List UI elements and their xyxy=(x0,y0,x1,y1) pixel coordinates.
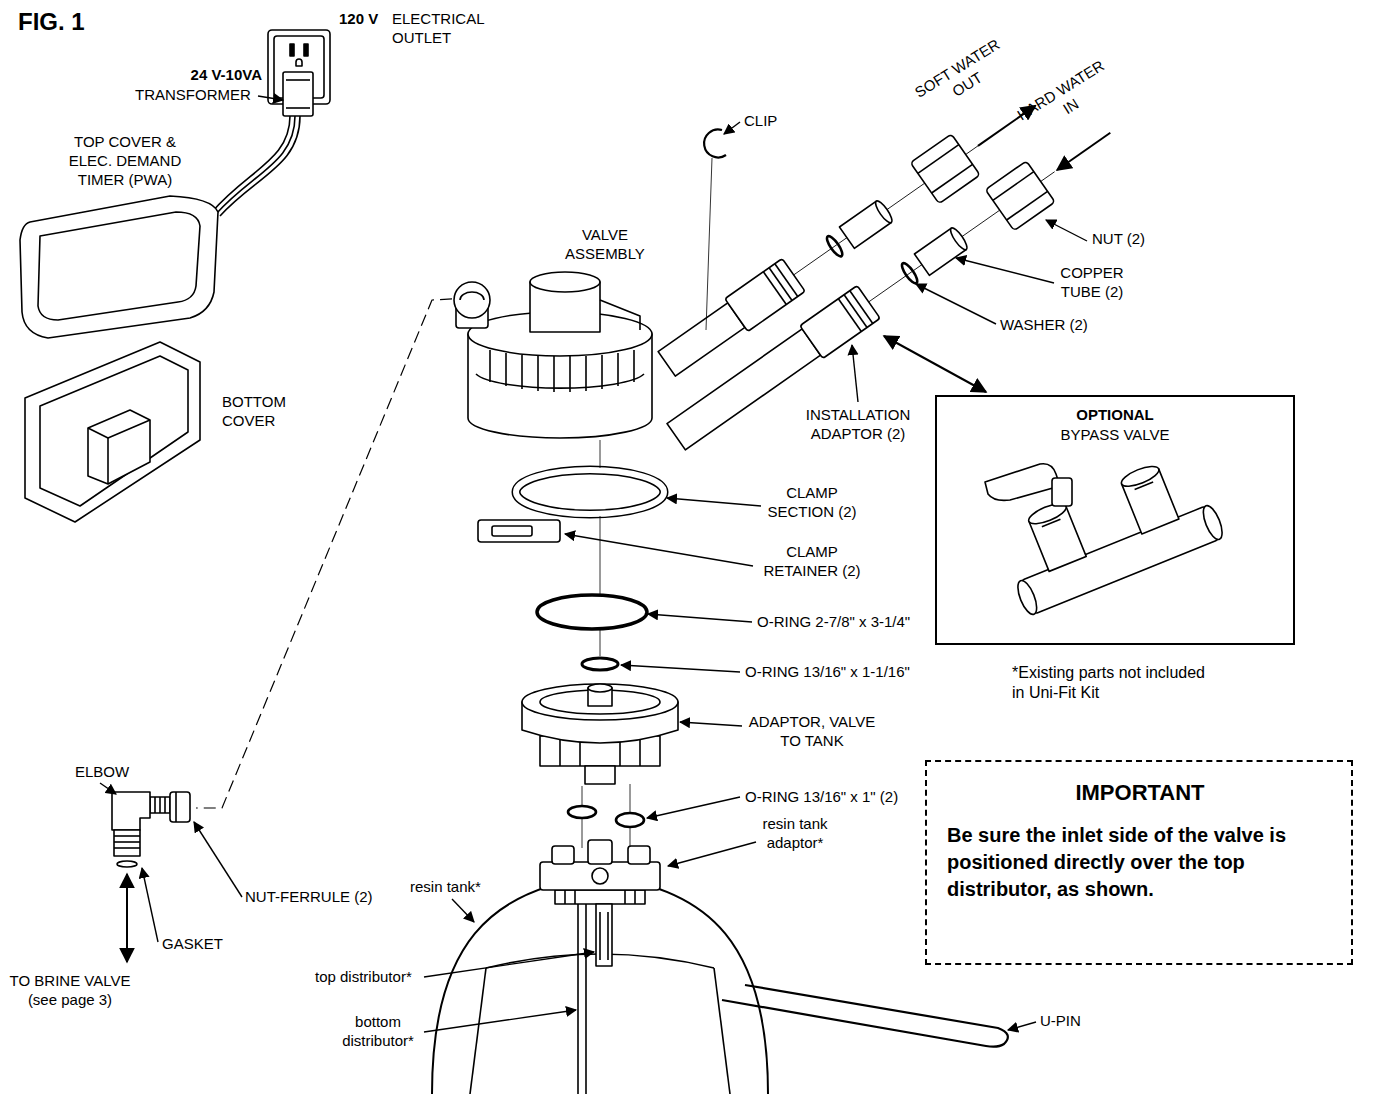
box-heading: IMPORTANT xyxy=(947,778,1333,808)
top-cover xyxy=(20,196,218,338)
box-text: Be sure the inlet side of the valve is p… xyxy=(947,822,1333,903)
box-heading: OPTIONAL xyxy=(947,405,1283,425)
o-ring xyxy=(582,658,618,670)
part-label: O-RING 13/16" x 1-1/16" xyxy=(745,663,910,682)
o-ring xyxy=(616,813,644,827)
part-label: HARD WATER IN xyxy=(1012,55,1120,142)
part-label: 120 V xyxy=(339,10,378,29)
part-label: NUT-FERRULE (2) xyxy=(245,888,373,907)
part-label: ELBOW xyxy=(75,763,129,782)
resin-tank xyxy=(432,840,768,1094)
part-label: INSTALLATION ADAPTOR (2) xyxy=(804,406,913,444)
brine-tube-line xyxy=(196,298,470,808)
part-label: O-RING 13/16" x 1" (2) xyxy=(745,788,898,807)
bypass-valve xyxy=(985,449,1226,617)
figure-title: FIG. 1 xyxy=(18,8,85,36)
o-ring xyxy=(568,806,596,818)
part-label: O-RING 2-7/8" x 3-1/4" xyxy=(757,613,910,632)
power-wire xyxy=(212,116,300,216)
part-label: VALVE ASSEMBLY xyxy=(563,226,647,264)
part-label: bottom distributor* xyxy=(340,1013,416,1051)
assembly-axis xyxy=(582,440,630,848)
part-label: GASKET xyxy=(162,935,223,954)
part-label: COPPER TUBE (2) xyxy=(1058,264,1126,302)
part-label: ELECTRICAL OUTLET xyxy=(392,10,489,48)
part-label: ADAPTOR, VALVE TO TANK xyxy=(747,713,878,751)
part-label: SOFT WATER OUT xyxy=(909,34,1015,119)
valve-to-tank-adaptor xyxy=(522,684,678,784)
lower-port-row xyxy=(662,112,1125,457)
part-label: U-PIN xyxy=(1040,1012,1081,1031)
note-box: IMPORTANT Be sure the inlet side of the v… xyxy=(925,760,1353,965)
part-label: 24 V-10VA xyxy=(191,66,262,85)
u-pin xyxy=(722,985,1008,1047)
part-label: TOP COVER & ELEC. DEMAND TIMER (PWA) xyxy=(67,133,184,189)
part-label: TO BRINE VALVE (see page 3) xyxy=(8,972,133,1010)
part-label: WASHER (2) xyxy=(1000,316,1088,335)
inset-box: OPTIONALBYPASS VALVE xyxy=(935,395,1295,645)
part-label: CLAMP RETAINER (2) xyxy=(761,543,863,581)
part-label: top distributor* xyxy=(315,968,412,987)
leader-lines xyxy=(100,96,1087,1032)
transformer xyxy=(283,72,313,116)
elbow-fitting xyxy=(112,792,190,867)
box-text: BYPASS VALVE xyxy=(947,425,1283,445)
clamp-section xyxy=(478,470,664,542)
upper-port-row xyxy=(652,85,1049,384)
part-label: NUT (2) xyxy=(1092,230,1145,249)
part-label: TRANSFORMER xyxy=(135,86,251,105)
part-label: *Existing parts not included in Uni-Fit … xyxy=(1012,663,1209,703)
part-label: resin tank adaptor* xyxy=(760,815,830,853)
clip xyxy=(704,129,726,330)
part-label: CLIP xyxy=(744,112,777,131)
bottom-cover xyxy=(25,342,200,522)
part-label: resin tank* xyxy=(410,878,481,897)
part-label: CLAMP SECTION (2) xyxy=(765,484,859,522)
o-ring xyxy=(537,595,647,629)
valve-assembly xyxy=(454,272,652,438)
part-label: BOTTOM COVER xyxy=(222,393,290,431)
